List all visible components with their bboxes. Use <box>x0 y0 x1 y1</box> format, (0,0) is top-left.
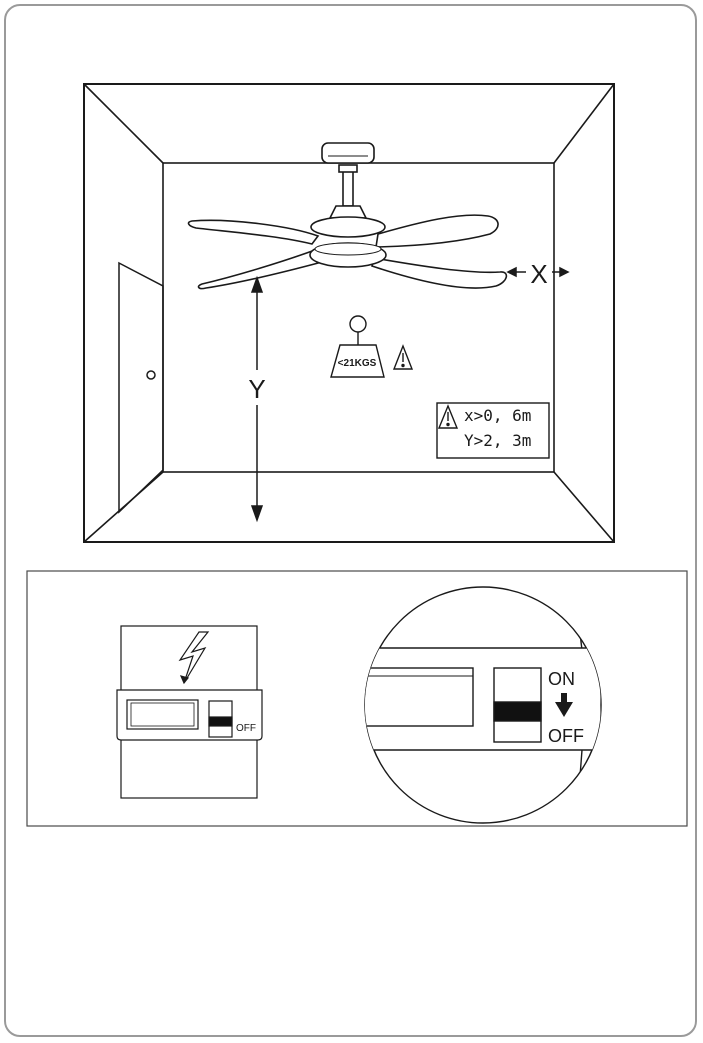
y-dimension-label: Y <box>248 374 265 404</box>
y-dimension <box>250 275 264 523</box>
clearance-x-text: x>0, 6m <box>464 406 531 425</box>
fan-blade-left-front <box>197 249 324 290</box>
zoom-breaker-switch-lever <box>493 701 542 722</box>
x-dimension-label: X <box>530 259 547 289</box>
weight-label: <21KGS <box>338 358 377 369</box>
switch-panel <box>26 570 688 827</box>
x-arrow-left <box>506 266 517 278</box>
room-outer-frame <box>83 83 615 543</box>
door <box>118 261 164 514</box>
fan-motor-body <box>310 216 386 238</box>
ceiling-fan <box>187 142 508 290</box>
y-arrow-down <box>250 505 264 523</box>
zoom-on-label: ON <box>548 669 575 689</box>
fan-downrod <box>342 169 354 207</box>
fan-blade-left-back <box>187 219 320 245</box>
breaker-switch-lever <box>208 716 233 727</box>
y-arrow-up <box>250 275 264 293</box>
warning-triangle-icon <box>392 344 414 370</box>
x-arrow-right <box>559 266 570 278</box>
breaker-slot <box>126 699 199 730</box>
page-border <box>4 4 697 1037</box>
lightning-bolt-icon <box>178 631 210 685</box>
zoom-off-label: OFF <box>548 726 584 746</box>
warning-triangle-icon <box>437 404 459 429</box>
zoom-breaker-slot <box>365 667 474 727</box>
door-knob <box>146 370 156 380</box>
weight-icon <box>330 315 385 378</box>
breaker-off-label: OFF <box>236 723 256 734</box>
fan-blade-right-front <box>371 257 508 289</box>
fan-blade-right-back <box>375 214 499 248</box>
zoomed-breaker <box>365 599 601 823</box>
fan-canopy <box>321 142 375 164</box>
x-dimension <box>506 266 570 278</box>
room-illustration <box>83 83 615 543</box>
down-arrow-icon <box>555 693 573 717</box>
clearance-box <box>436 402 550 459</box>
clearance-y-text: Y>2, 3m <box>464 431 531 450</box>
fan-rod-collar <box>338 164 358 173</box>
